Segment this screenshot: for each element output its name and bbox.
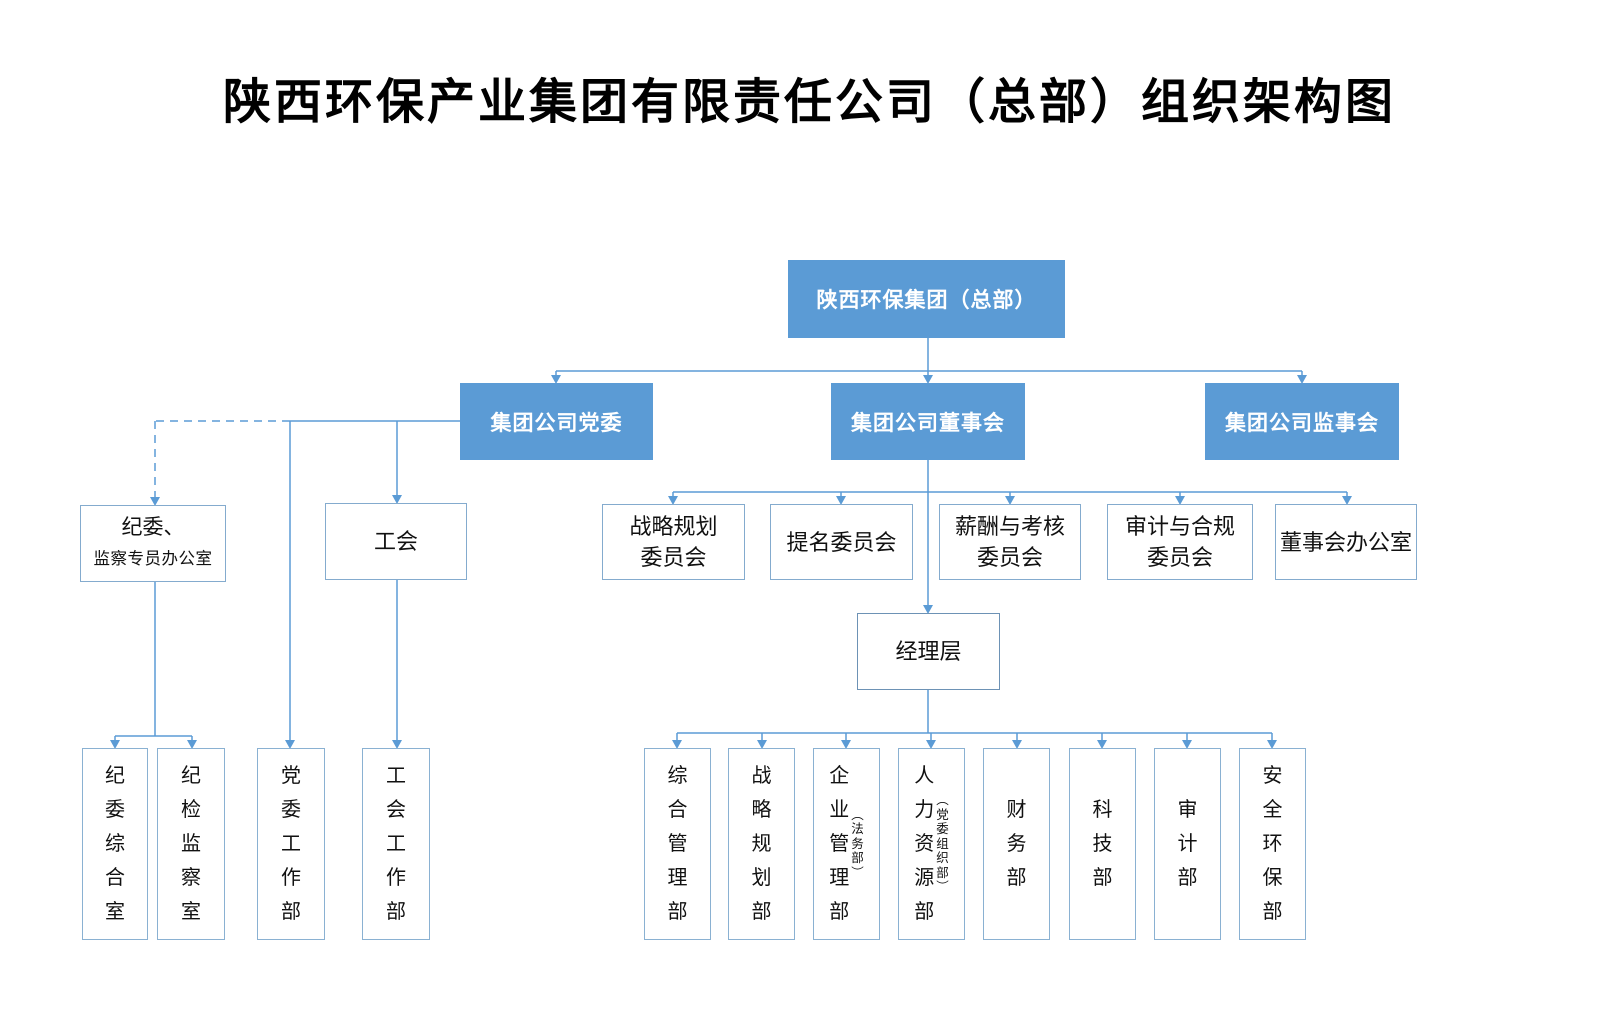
node-nomination-committee-label: 提名委员会 [786, 529, 897, 555]
node-audit-compliance-committee: 审计与合规 委员会 [1107, 504, 1253, 580]
node-union-work-department: 工 会 工 作 部 [362, 748, 430, 940]
node-board-of-directors: 集团公司董事会 [831, 383, 1025, 460]
node-dept-audit-label: 审 计 部 [1177, 799, 1198, 889]
node-party-committee-label: 集团公司党委 [490, 411, 623, 435]
node-compensation-appraisal-committee-label: 薪酬与考核 委员会 [954, 514, 1065, 570]
node-dept-audit: 审 计 部 [1154, 748, 1221, 940]
node-discipline-inspection-office-label: 纪 检 监 察 室 [181, 765, 201, 923]
node-compensation-appraisal-committee: 薪酬与考核 委员会 [939, 504, 1081, 580]
node-discipline-office-line1: 纪委、 [121, 515, 185, 539]
node-dept-human-resources-sublabel: ︵ 党 委 组 织 部 ︶ [936, 793, 949, 895]
node-strategy-planning-committee-label: 战略规划 委员会 [629, 514, 718, 570]
node-management-layer: 经理层 [857, 613, 1000, 690]
node-dept-strategic-planning: 战 略 规 划 部 [728, 748, 795, 940]
node-dept-human-resources: 人 力 资 源 部 ︵ 党 委 组 织 部 ︶ [898, 748, 965, 940]
node-party-work-department: 党 委 工 作 部 [257, 748, 325, 940]
node-board-office-label: 董事会办公室 [1279, 529, 1412, 555]
node-dept-enterprise-management-label: 企 业 管 理 部 [829, 765, 850, 923]
node-strategy-planning-committee: 战略规划 委员会 [602, 504, 745, 580]
node-union-work-department-label: 工 会 工 作 部 [386, 765, 406, 923]
node-dept-general-management-label: 综 合 管 理 部 [667, 765, 688, 923]
node-group-hq-label: 陕西环保集团（总部） [816, 289, 1037, 312]
node-discipline-general-office: 纪 委 综 合 室 [82, 748, 148, 940]
node-board-of-directors-label: 集团公司董事会 [851, 411, 1005, 435]
node-dept-human-resources-label: 人 力 资 源 部 [914, 765, 935, 923]
node-dept-enterprise-management: 企 业 管 理 部 ︵ 法 务 部 ︶ [813, 748, 880, 940]
node-management-layer-label: 经理层 [895, 639, 962, 664]
node-supervisory-board-label: 集团公司监事会 [1225, 411, 1379, 435]
org-chart-title: 陕西环保产业集团有限责任公司（总部）组织架构图 [222, 76, 1396, 129]
node-dept-science-technology-label: 科 技 部 [1092, 799, 1113, 889]
node-supervisory-board: 集团公司监事会 [1205, 383, 1399, 460]
node-dept-general-management: 综 合 管 理 部 [644, 748, 711, 940]
arrow-heads [110, 375, 1352, 749]
node-audit-compliance-committee-label: 审计与合规 委员会 [1124, 514, 1235, 570]
node-discipline-general-office-label: 纪 委 综 合 室 [105, 765, 125, 923]
node-dept-finance: 财 务 部 [983, 748, 1050, 940]
node-dept-finance-label: 财 务 部 [1006, 799, 1027, 889]
node-dept-science-technology: 科 技 部 [1069, 748, 1136, 940]
node-discipline-office-line2: 监察专员办公室 [93, 550, 213, 569]
node-nomination-committee: 提名委员会 [770, 504, 913, 580]
node-labor-union-label: 工会 [373, 529, 418, 554]
node-dept-strategic-planning-label: 战 略 规 划 部 [751, 765, 772, 923]
node-dept-safety-environment-label: 安 全 环 保 部 [1262, 765, 1283, 923]
node-dept-enterprise-management-sublabel: ︵ 法 务 部 ︶ [851, 807, 864, 880]
node-discipline-office: 纪委、 监察专员办公室 [80, 505, 226, 582]
node-group-hq: 陕西环保集团（总部） [788, 260, 1065, 338]
node-party-committee: 集团公司党委 [460, 383, 653, 460]
node-board-office: 董事会办公室 [1275, 504, 1417, 580]
node-labor-union: 工会 [325, 503, 467, 580]
node-dept-safety-environment: 安 全 环 保 部 [1239, 748, 1306, 940]
node-discipline-inspection-office: 纪 检 监 察 室 [157, 748, 225, 940]
node-party-work-department-label: 党 委 工 作 部 [281, 765, 301, 923]
